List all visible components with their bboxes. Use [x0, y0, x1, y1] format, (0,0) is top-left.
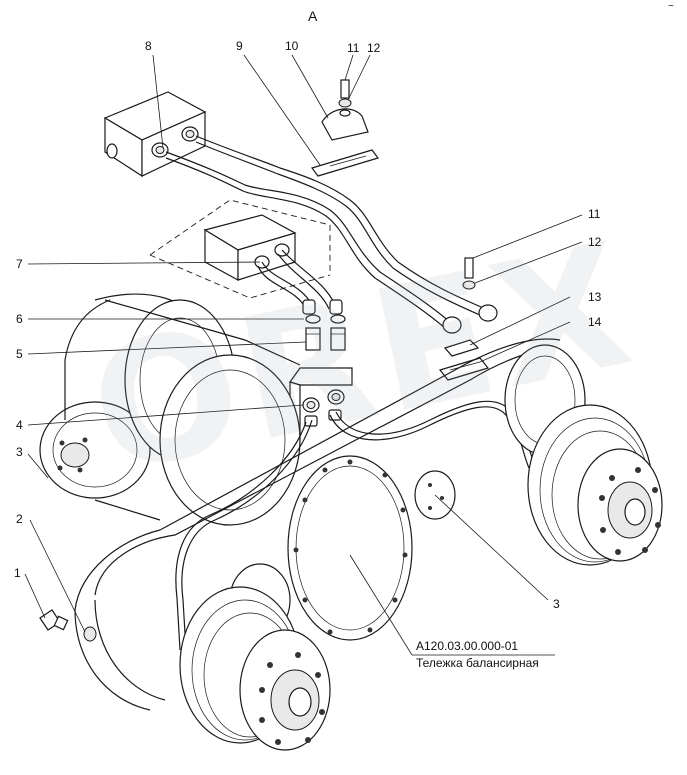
callout-3-right: 3: [553, 597, 560, 611]
assembly-name: Тележка балансирная: [416, 656, 539, 670]
fittings: [305, 314, 346, 351]
callout-13: 13: [588, 290, 602, 304]
view-label: А: [308, 8, 318, 24]
callout-4: 4: [16, 418, 23, 432]
upper-valve-block: [103, 91, 207, 178]
callout-8: 8: [145, 39, 152, 53]
right-wheel: [504, 344, 663, 566]
callout-14: 14: [588, 315, 602, 329]
assembly-code: А120.03.00.000-01: [416, 639, 519, 653]
callout-10: 10: [285, 39, 299, 53]
leader-lines: [24, 54, 583, 656]
callout-7: 7: [16, 257, 23, 271]
callout-1: 1: [14, 566, 21, 580]
top-clamp: [311, 79, 379, 177]
short-hoses: [257, 249, 343, 315]
callout-6: 6: [16, 312, 23, 326]
mounting-bracket: [289, 367, 353, 443]
callout-2: 2: [16, 512, 23, 526]
long-pipes: [165, 135, 498, 334]
corner-mark: ~: [668, 1, 674, 12]
callout-12-right: 12: [588, 235, 602, 249]
lower-valve-block: [149, 199, 331, 299]
drain-plug: [39, 609, 97, 642]
callout-12-top: 12: [367, 41, 381, 55]
right-clamp: [438, 257, 490, 381]
callout-11-right: 11: [588, 207, 601, 221]
left-wheel: [179, 586, 331, 751]
left-axle-housing: [39, 293, 301, 526]
callout-9: 9: [236, 39, 243, 53]
callout-11-top: 11: [347, 41, 360, 55]
callout-3-left: 3: [16, 445, 23, 459]
callout-5: 5: [16, 347, 23, 361]
